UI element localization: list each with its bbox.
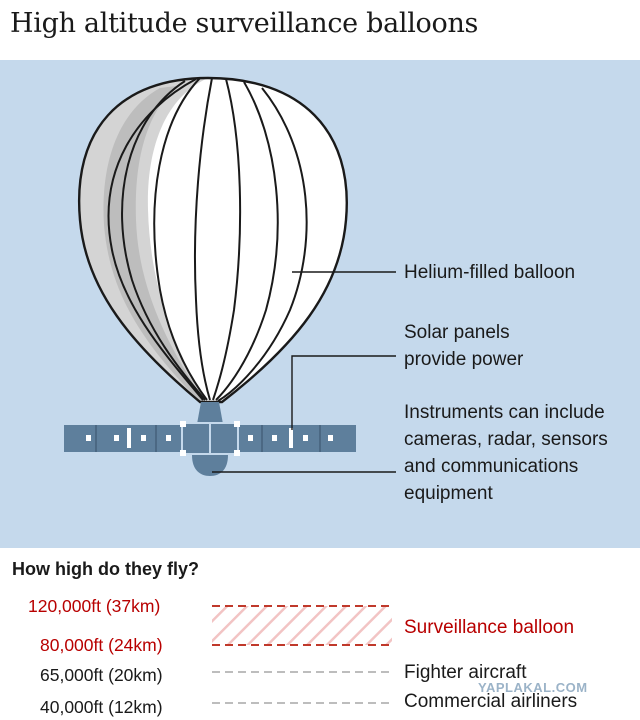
band-label-airliners: Commercial airliners <box>404 691 578 712</box>
page-title: High altitude surveillance balloons <box>10 8 479 39</box>
balloon-neck <box>197 402 223 424</box>
leader-lines <box>212 271 396 473</box>
altitude-chart <box>212 605 392 704</box>
altitude-label-65000: 65,000ft (20km) <box>40 665 163 685</box>
callout-solar: Solar panels provide power <box>404 322 524 370</box>
band-label-fighter: Fighter aircraft <box>404 662 527 683</box>
altitude-label-40000: 40,000ft (12km) <box>40 697 163 717</box>
watermark: YAPLAKAL.COM <box>478 680 588 695</box>
callout-balloon: Helium-filled balloon <box>404 262 576 283</box>
band-label-surveillance: Surveillance balloon <box>404 617 575 638</box>
altitude-heading: How high do they fly? <box>12 559 199 579</box>
surveillance-band <box>212 606 392 645</box>
altitude-label-80000: 80,000ft (24km) <box>40 635 163 655</box>
balloon-envelope <box>77 76 348 404</box>
instrument-box <box>180 421 240 476</box>
altitude-label-120000: 120,000ft (37km) <box>28 596 161 616</box>
callout-instruments: Instruments can include cameras, radar, … <box>404 402 608 504</box>
